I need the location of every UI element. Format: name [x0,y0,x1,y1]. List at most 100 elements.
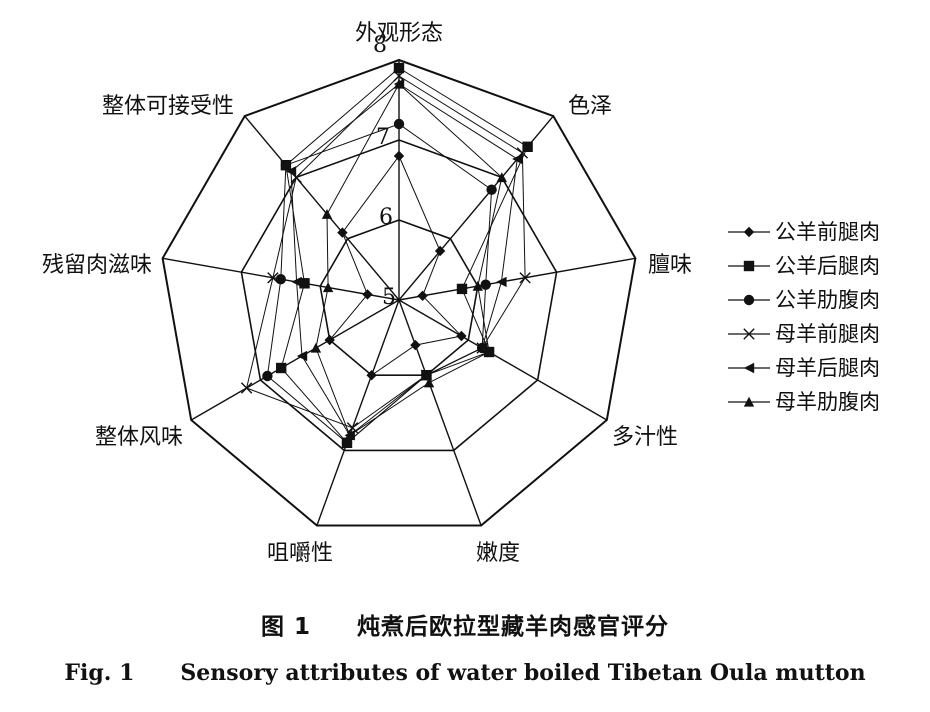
series-line [328,155,463,376]
grid-spoke [316,299,400,526]
axis-label: 嫩度 [476,541,520,566]
legend-marker [743,260,755,272]
data-point [472,280,483,291]
data-point [310,342,322,353]
legend-item-4: 母羊前腿肉 [728,322,880,346]
axis-label: 多汁性 [612,425,678,450]
radar-ticks: 5 6 7 8 [373,33,396,310]
legend-label: 公羊后腿肉 [775,254,880,278]
data-point [496,172,507,183]
tick-label: 8 [373,33,387,58]
data-point [324,334,335,346]
data-point [393,62,405,74]
data-point [341,437,353,448]
data-point [362,289,373,300]
grid-ring [240,139,558,452]
data-point [476,342,488,354]
grid-spoke [244,115,400,301]
axis-label: 膻味 [648,253,692,278]
series-2 [276,62,533,448]
legend-marker [743,396,755,407]
data-point [280,160,292,171]
legend-label: 公羊肋腹肉 [775,288,880,312]
data-point [240,382,253,394]
legend-label: 母羊肋腹肉 [775,390,880,414]
data-point [417,290,428,301]
figure-number-en: Fig. 1 [64,660,135,686]
data-point [296,350,308,362]
tick-label: 7 [376,125,390,150]
data-point [291,276,302,288]
axis-label: 咀嚼性 [267,541,333,566]
figure-title-en: Sensory attributes of water boiled Tibet… [180,660,866,686]
legend-label: 母羊后腿肉 [775,356,880,380]
data-point [512,153,523,165]
data-point [393,70,405,82]
grid-spoke [190,299,400,421]
figure-title-zh: 炖煮后欧拉型藏羊肉感官评分 [357,614,669,640]
series-1 [324,150,467,381]
data-point [456,330,467,342]
legend-marker [743,328,755,340]
legend-item-6: 母羊肋腹肉 [728,390,880,414]
radar-series [240,62,533,448]
tick-label: 5 [382,285,396,310]
data-point [434,245,446,257]
grid-spoke [398,257,636,301]
data-point [410,339,421,351]
data-point [393,150,405,162]
data-point [285,166,297,177]
grid-ring [161,58,637,527]
legend-label: 母羊前腿肉 [775,322,880,346]
data-point [393,118,405,130]
series-line [315,83,503,437]
data-point [322,282,334,293]
figure-caption-zh: 图 1 炖煮后欧拉型藏羊肉感官评分 [0,607,930,641]
legend-marker [743,362,755,374]
axis-label: 残留肉滋味 [42,253,152,278]
data-point [267,272,279,284]
axis-label: 色泽 [568,94,612,119]
figure-number-zh: 图 1 [260,614,311,640]
data-point [480,279,491,290]
data-point [393,78,405,89]
grid-spoke [398,299,608,421]
series-line [290,83,518,437]
data-point [275,274,286,285]
grid-ring [319,219,479,377]
data-point [483,346,495,357]
data-point [344,430,355,440]
legend-marker [743,226,755,238]
legend-item-5: 母羊后腿肉 [728,356,880,380]
tick-label: 6 [379,205,393,230]
data-point [486,184,497,195]
axis-label: 整体风味 [95,425,183,450]
data-point [299,278,310,289]
radar-grid [161,58,637,527]
data-point [519,272,531,284]
data-point [337,227,348,238]
legend-item-2: 公羊后腿肉 [728,254,880,278]
series-6 [310,78,507,440]
axis-label: 外观形态 [355,21,443,46]
grid-spoke [398,299,482,526]
data-point [456,283,468,295]
figure-caption-en: Fig. 1 Sensory attributes of water boiled… [0,660,930,686]
data-point [366,370,377,381]
data-point [262,370,273,382]
legend-item-3: 公羊肋腹肉 [728,288,880,312]
data-point [276,362,287,374]
legend-label: 公羊前腿肉 [775,220,880,244]
data-point [321,209,333,219]
data-point [522,141,533,152]
legend-marker [743,294,755,306]
data-point [423,377,435,388]
legend-item-1: 公羊前腿肉 [728,220,880,244]
series-line [246,75,526,429]
data-point [496,276,507,288]
series-line [280,67,529,444]
axis-label: 整体可接受性 [102,94,234,119]
